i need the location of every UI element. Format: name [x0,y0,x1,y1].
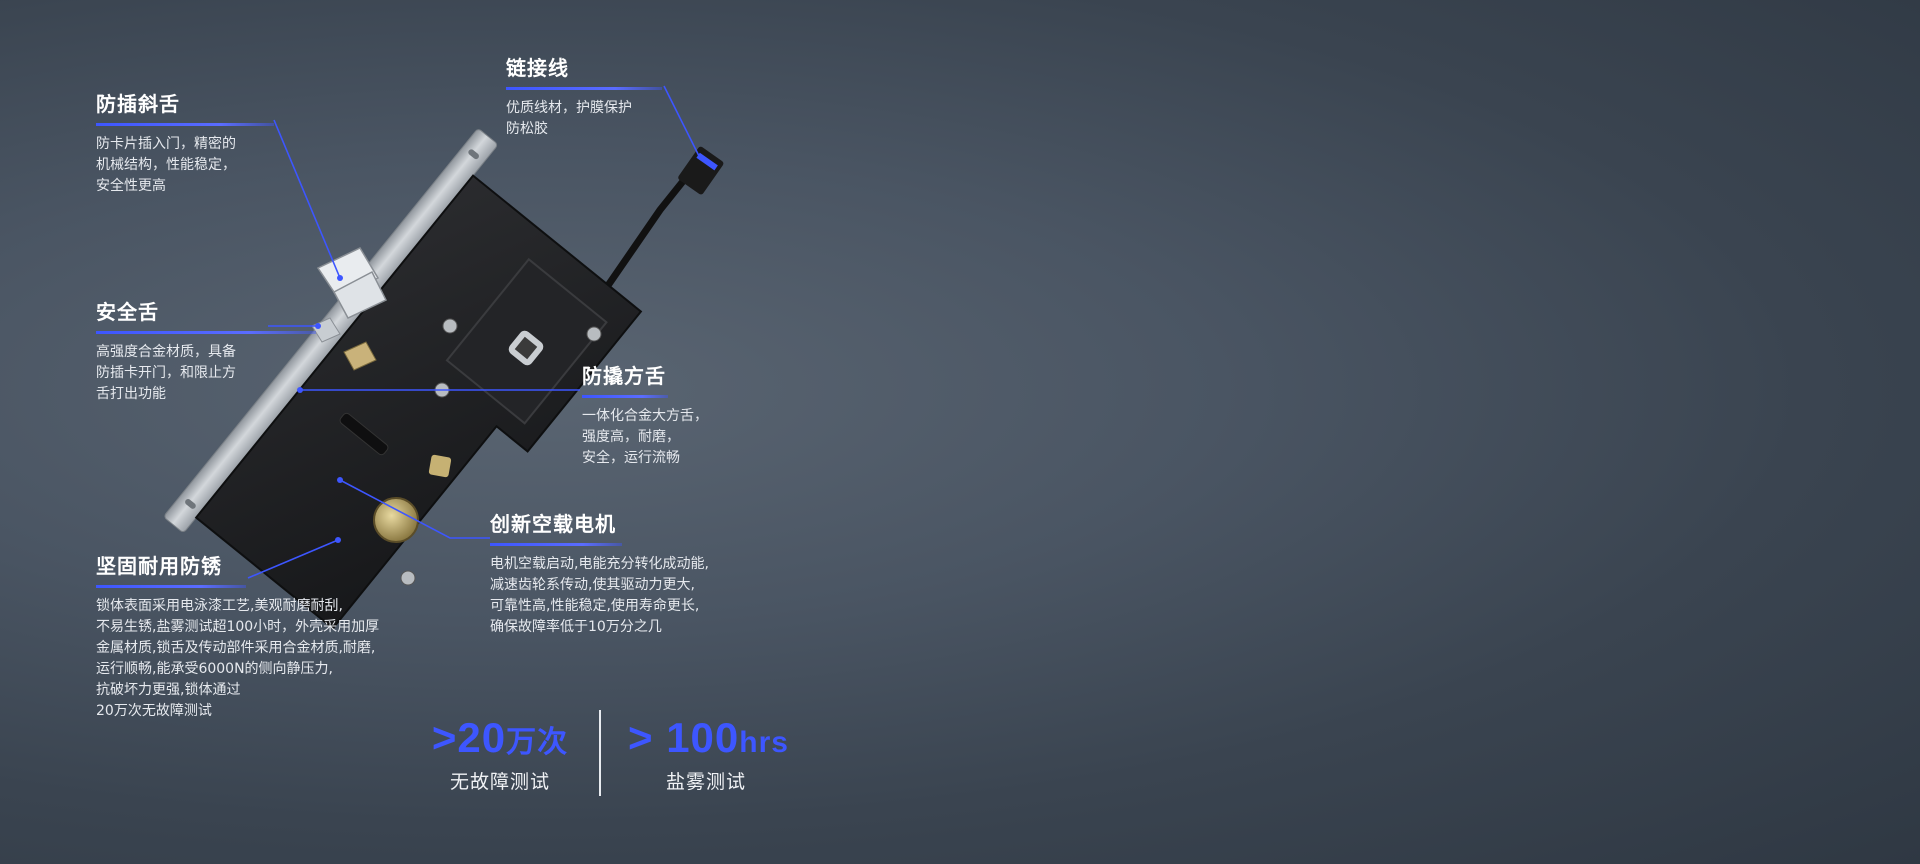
stat-value: > 100hrs [628,714,788,765]
feature-desc-line: 运行顺畅,能承受6000N的侧向静压力, [96,661,334,677]
feature-desc-line: 减速齿轮系传动,使其驱动力更大, [490,577,695,593]
stat-caption: 盐雾测试 [665,771,746,793]
feature-desc-line: 安全，运行流畅 [582,450,680,466]
feature-title: 坚固耐用防锈 [96,554,222,578]
feature-desc-line: 20万次无故障测试 [96,703,212,719]
stat-cycle-test: >20万次 无故障测试 [420,716,580,794]
feature-desc-line: 防松胶 [506,121,548,137]
feature-desc-line: 舌打出功能 [96,386,166,402]
feature-desc-line: 安全性更高 [96,178,166,194]
feature-desc-line: 锁体表面采用电泳漆工艺,美观耐磨耐刮, [96,598,343,614]
title-underline [582,395,668,398]
feature-desc-line: 机械结构，性能稳定， [96,157,236,173]
latch-bolts [311,247,388,371]
feature-title: 防撬方舌 [582,364,666,388]
feature-title: 链接线 [506,56,569,80]
cylinder-hole [373,497,419,543]
feature-title: 安全舌 [96,300,159,324]
stat-caption: 无故障测试 [449,771,550,793]
square-spindle [428,454,452,478]
screws [400,318,602,586]
stat-salt-spray-test: > 100hrs 盐雾测试 [628,714,788,794]
stat-number: > 100 [628,714,740,761]
feature-motor: 创新空载电机 电机空载启动,电能充分转化成动能, 减速齿轮系传动,使其驱动力更大… [490,508,709,638]
callout-lines [247,85,701,579]
feature-desc-line: 一体化合金大方舌， [582,408,708,424]
feature-desc-line: 可靠性高,性能稳定,使用寿命更长, [490,598,700,614]
feature-desc-line: 金属材质,锁舌及传动部件采用合金材质,耐磨, [96,640,376,656]
title-underline [506,87,662,90]
stat-unit: 万次 [506,726,569,759]
title-underline [96,123,274,126]
feature-anti-pry-deadbolt: 防撬方舌 一体化合金大方舌， 强度高，耐磨， 安全，运行流畅 [582,360,708,469]
callout-dots [297,275,343,543]
title-underline [96,585,246,588]
stat-number: >20 [431,714,507,761]
feature-safety-tongue: 安全舌 高强度合金材质，具备 防插卡开门，和限止方 舌打出功能 [96,296,316,405]
feature-desc-line: 防插卡开门，和限止方 [96,365,236,381]
feature-title: 防插斜舌 [96,92,180,116]
feature-cable: 链接线 优质线材，护膜保护 防松胶 [506,52,662,140]
feature-title: 创新空载电机 [490,512,616,536]
stat-unit: hrs [739,726,789,759]
feature-desc-line: 电机空载启动,电能充分转化成动能, [490,556,709,572]
feature-desc-line: 抗破坏力更强,锁体通过 [96,682,241,698]
title-underline [490,543,622,546]
feature-desc-line: 确保故障率低于10万分之几 [490,619,662,635]
stat-value: >20万次 [420,716,580,765]
feature-desc-line: 优质线材，护膜保护 [506,100,632,116]
cable-connector [595,146,724,302]
feature-desc-line: 高强度合金材质，具备 [96,344,236,360]
feature-desc-line: 防卡片插入门，精密的 [96,136,236,152]
feature-desc-line: 强度高，耐磨， [582,429,680,445]
feature-desc-line: 不易生锈,盐雾测试超100小时，外壳采用加厚 [96,619,380,635]
feature-anti-insert-latch: 防插斜舌 防卡片插入门，精密的 机械结构，性能稳定， 安全性更高 [96,88,274,197]
stat-divider [599,710,601,796]
title-underline [96,331,316,334]
feature-durable-rustproof: 坚固耐用防锈 锁体表面采用电泳漆工艺,美观耐磨耐刮, 不易生锈,盐雾测试超100… [96,550,379,722]
